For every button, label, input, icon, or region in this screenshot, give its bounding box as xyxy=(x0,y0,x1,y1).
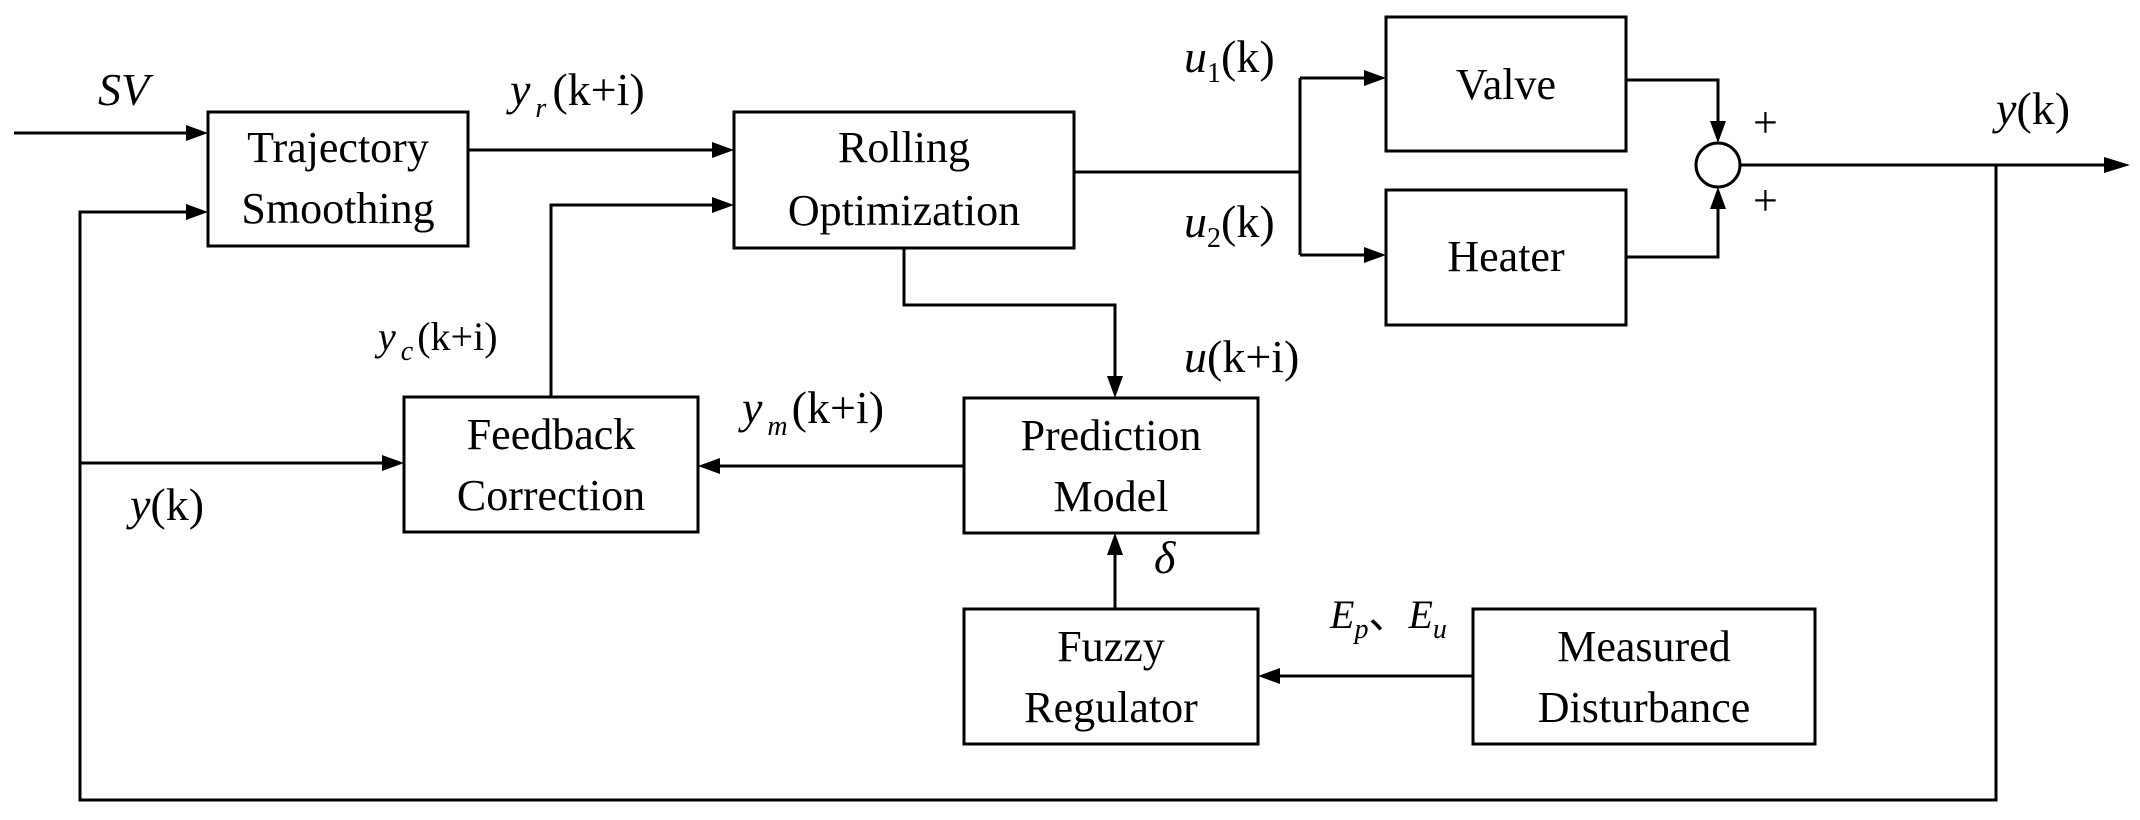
feedback-y-label: y(k) xyxy=(126,479,204,530)
yr-arrowhead xyxy=(712,142,734,158)
u2-arrowhead xyxy=(1364,247,1386,263)
u2-label: u2(k) xyxy=(1184,196,1275,254)
valve-block: Valve xyxy=(1384,15,1628,153)
trajectory-smoothing-label-2: Smoothing xyxy=(241,184,434,233)
fuzzy-regulator-label-2: Regulator xyxy=(1024,683,1198,732)
ym-arrowhead xyxy=(698,458,720,474)
output-y-label: y(k) xyxy=(1992,83,2070,134)
y-to-feedback-correction-arrowhead xyxy=(382,455,404,471)
sv-label: SV xyxy=(98,64,154,115)
heater-to-sum-line xyxy=(1626,203,1720,259)
rolling-to-prediction-line xyxy=(902,248,1117,380)
prediction-model-label-2: Model xyxy=(1054,472,1169,521)
valve-label: Valve xyxy=(1456,60,1556,109)
disturbance-arrowhead xyxy=(1258,668,1280,684)
u-prediction-label: u(k+i) xyxy=(1184,331,1299,382)
summing-plus-bottom: + xyxy=(1753,176,1778,225)
ep-eu-label: Ep、Eu xyxy=(1329,592,1447,645)
valve-to-sum-line xyxy=(1626,78,1720,127)
trajectory-smoothing-block: Trajectory Smoothing xyxy=(206,110,470,248)
valve-to-sum-arrowhead xyxy=(1710,121,1726,143)
output-arrowhead xyxy=(2104,157,2130,173)
heater-block: Heater xyxy=(1384,188,1628,327)
u1-arrowhead xyxy=(1364,70,1386,86)
rolling-optimization-label-1: Rolling xyxy=(838,123,970,172)
fuzzy-regulator-label-1: Fuzzy xyxy=(1057,622,1165,671)
delta-arrowhead xyxy=(1107,533,1123,555)
measured-disturbance-block: Measured Disturbance xyxy=(1471,607,1817,746)
yc-line xyxy=(549,203,716,397)
rolling-to-prediction-arrowhead xyxy=(1107,376,1123,398)
yc-arrowhead xyxy=(712,197,734,213)
rolling-optimization-label-2: Optimization xyxy=(788,186,1020,235)
trajectory-smoothing-label-1: Trajectory xyxy=(247,123,429,172)
heater-to-sum-arrowhead xyxy=(1710,187,1726,209)
summing-junction xyxy=(1694,141,1742,189)
feedback-correction-block: Feedback Correction xyxy=(402,395,700,534)
rolling-optimization-block: Rolling Optimization xyxy=(732,110,1076,250)
heater-label: Heater xyxy=(1447,232,1565,281)
feedback-correction-label-1: Feedback xyxy=(467,410,636,459)
delta-label: δ xyxy=(1154,532,1176,583)
prediction-model-block: Prediction Model xyxy=(962,396,1260,535)
sv-input-arrowhead xyxy=(186,125,208,141)
feedback-loop-arrowhead xyxy=(186,204,208,220)
feedback-loop-line xyxy=(78,165,1998,802)
measured-disturbance-label-1: Measured xyxy=(1557,622,1731,671)
u1-label: u1(k) xyxy=(1184,31,1275,89)
summing-plus-top: + xyxy=(1753,98,1778,147)
prediction-model-label-1: Prediction xyxy=(1021,411,1202,460)
fuzzy-regulator-block: Fuzzy Regulator xyxy=(962,607,1260,746)
measured-disturbance-label-2: Disturbance xyxy=(1538,683,1751,732)
feedback-correction-label-2: Correction xyxy=(457,471,645,520)
